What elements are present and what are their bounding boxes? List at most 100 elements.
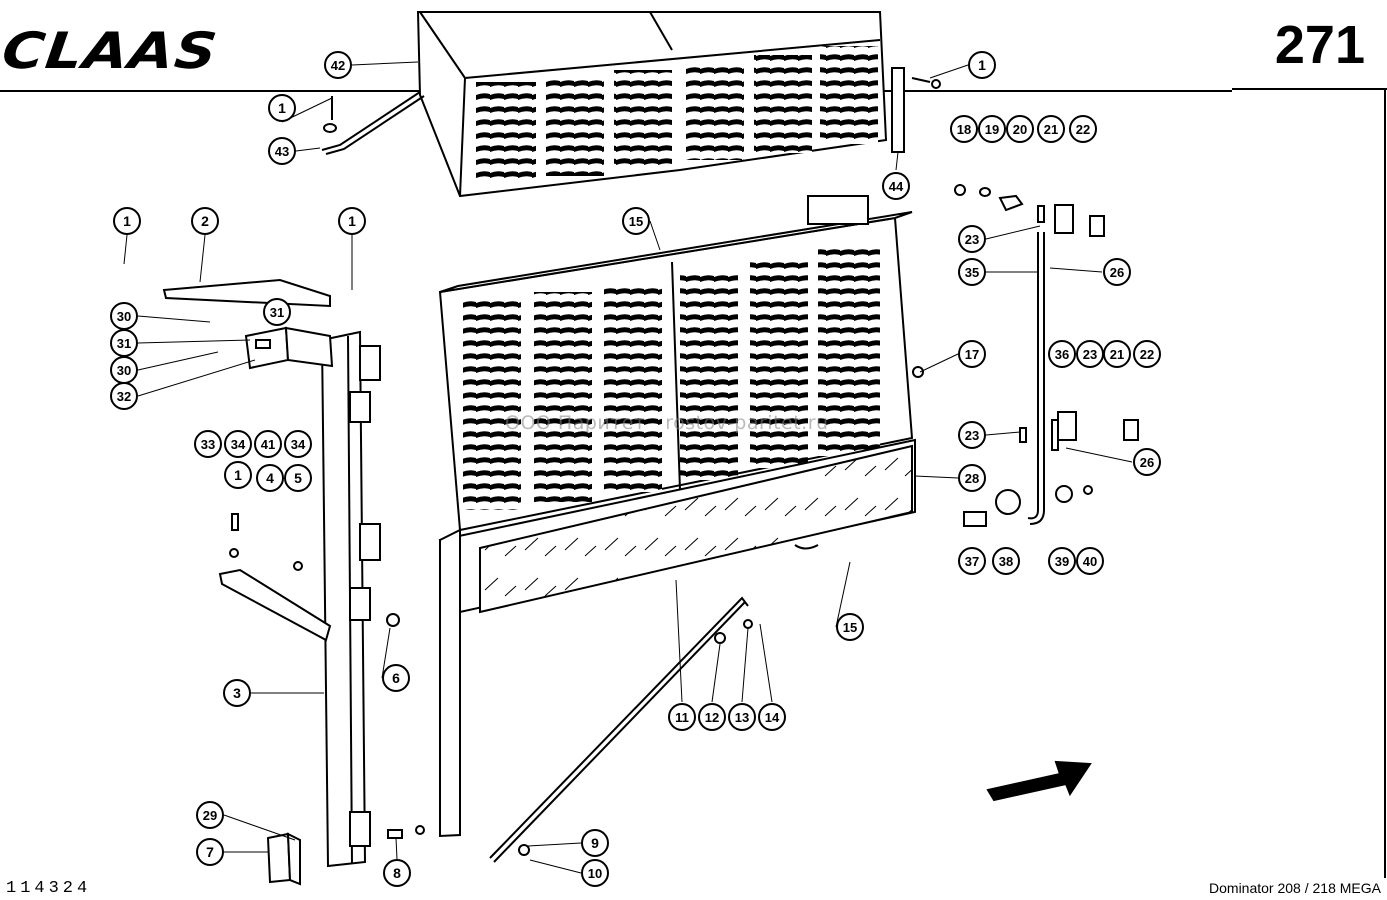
callout-number: 32 [117,389,131,404]
callout-number: 3 [233,685,241,701]
callout-19: 19 [978,115,1006,143]
callout-circle [581,829,609,857]
callout-circle [284,464,312,492]
callout-34: 34 [224,430,252,458]
callout-number: 20 [1013,122,1027,137]
callout-circle [113,207,141,235]
callout-circle [1048,340,1076,368]
callout-circle [224,430,252,458]
callout-number: 2 [201,213,209,229]
callout-20: 20 [1006,115,1034,143]
page-number: 271 [1274,15,1365,75]
callout-circle [191,207,219,235]
callout-circle [1006,115,1034,143]
callout-29: 29 [196,801,224,829]
callout-28: 28 [958,464,986,492]
callout-number: 33 [201,437,215,452]
callout-circle [256,464,284,492]
callout-circle [383,859,411,887]
callout-circle [978,115,1006,143]
callout-circle [958,464,986,492]
callout-37: 37 [958,547,986,575]
callout-number: 42 [331,58,345,73]
callout-circle [338,207,366,235]
callout-number: 15 [843,620,857,635]
angle-bracket [244,326,334,370]
callout-circle [1037,115,1065,143]
callout-circle [1103,340,1131,368]
callout-circle [1076,547,1104,575]
callout-number: 13 [735,710,749,725]
callout-number: 40 [1083,554,1097,569]
callout-number: 22 [1140,347,1154,362]
callout-30: 30 [110,302,138,330]
callout-circle [728,703,756,731]
callout-1: 1 [968,51,996,79]
callout-14: 14 [758,703,786,731]
small-hardware [229,184,1139,856]
grille-panel [438,195,914,532]
callout-circle [758,703,786,731]
callout-number: 28 [965,471,979,486]
callout-number: 26 [1140,455,1154,470]
callout-circle [110,382,138,410]
callout-number: 22 [1076,122,1090,137]
callout-31: 31 [263,298,291,326]
callout-circle [268,137,296,165]
callout-number: 37 [965,554,979,569]
callout-1: 1 [113,207,141,235]
callout-40: 40 [1076,547,1104,575]
callout-circle [1103,258,1131,286]
callout-number: 6 [392,670,400,686]
callout-18: 18 [950,115,978,143]
callout-22: 22 [1133,340,1161,368]
callout-30: 30 [110,356,138,384]
callout-23: 23 [958,421,986,449]
callout-31: 31 [110,329,138,357]
callout-number: 30 [117,309,131,324]
callout-2: 2 [191,207,219,235]
callout-44: 44 [882,172,910,200]
callout-circle [958,340,986,368]
callout-number: 36 [1055,347,1069,362]
callout-number: 23 [965,428,979,443]
hinge-plate [266,832,301,886]
callout-33: 33 [194,430,222,458]
callout-26: 26 [1133,448,1161,476]
side-arm [218,568,332,642]
callout-circle [284,430,312,458]
callout-number: 35 [965,265,979,280]
callout-circle [263,298,291,326]
callout-1: 1 [338,207,366,235]
callout-21: 21 [1103,340,1131,368]
callout-38: 38 [992,547,1020,575]
callout-22: 22 [1069,115,1097,143]
direction-arrow [986,760,1092,802]
callout-number: 9 [591,835,599,851]
callout-number: 11 [675,710,689,725]
callout-number: 1 [348,213,356,229]
callout-17: 17 [958,340,986,368]
callout-circle [668,703,696,731]
callout-number: 34 [231,437,246,452]
callout-circle [1133,448,1161,476]
callout-32: 32 [110,382,138,410]
callout-circle [194,430,222,458]
callout-23: 23 [1076,340,1104,368]
callout-36: 36 [1048,340,1076,368]
callout-number: 18 [957,122,971,137]
callout-circle [1069,115,1097,143]
callout-circle [382,664,410,692]
callout-number: 34 [291,437,306,452]
callout-number: 5 [294,470,302,486]
callout-6: 6 [382,664,410,692]
callout-circle [224,461,252,489]
callout-number: 43 [275,144,289,159]
callout-13: 13 [728,703,756,731]
callout-circle [1133,340,1161,368]
callout-circle [254,430,282,458]
callout-1: 1 [224,461,252,489]
callout-12: 12 [698,703,726,731]
stay-rod [489,596,749,863]
